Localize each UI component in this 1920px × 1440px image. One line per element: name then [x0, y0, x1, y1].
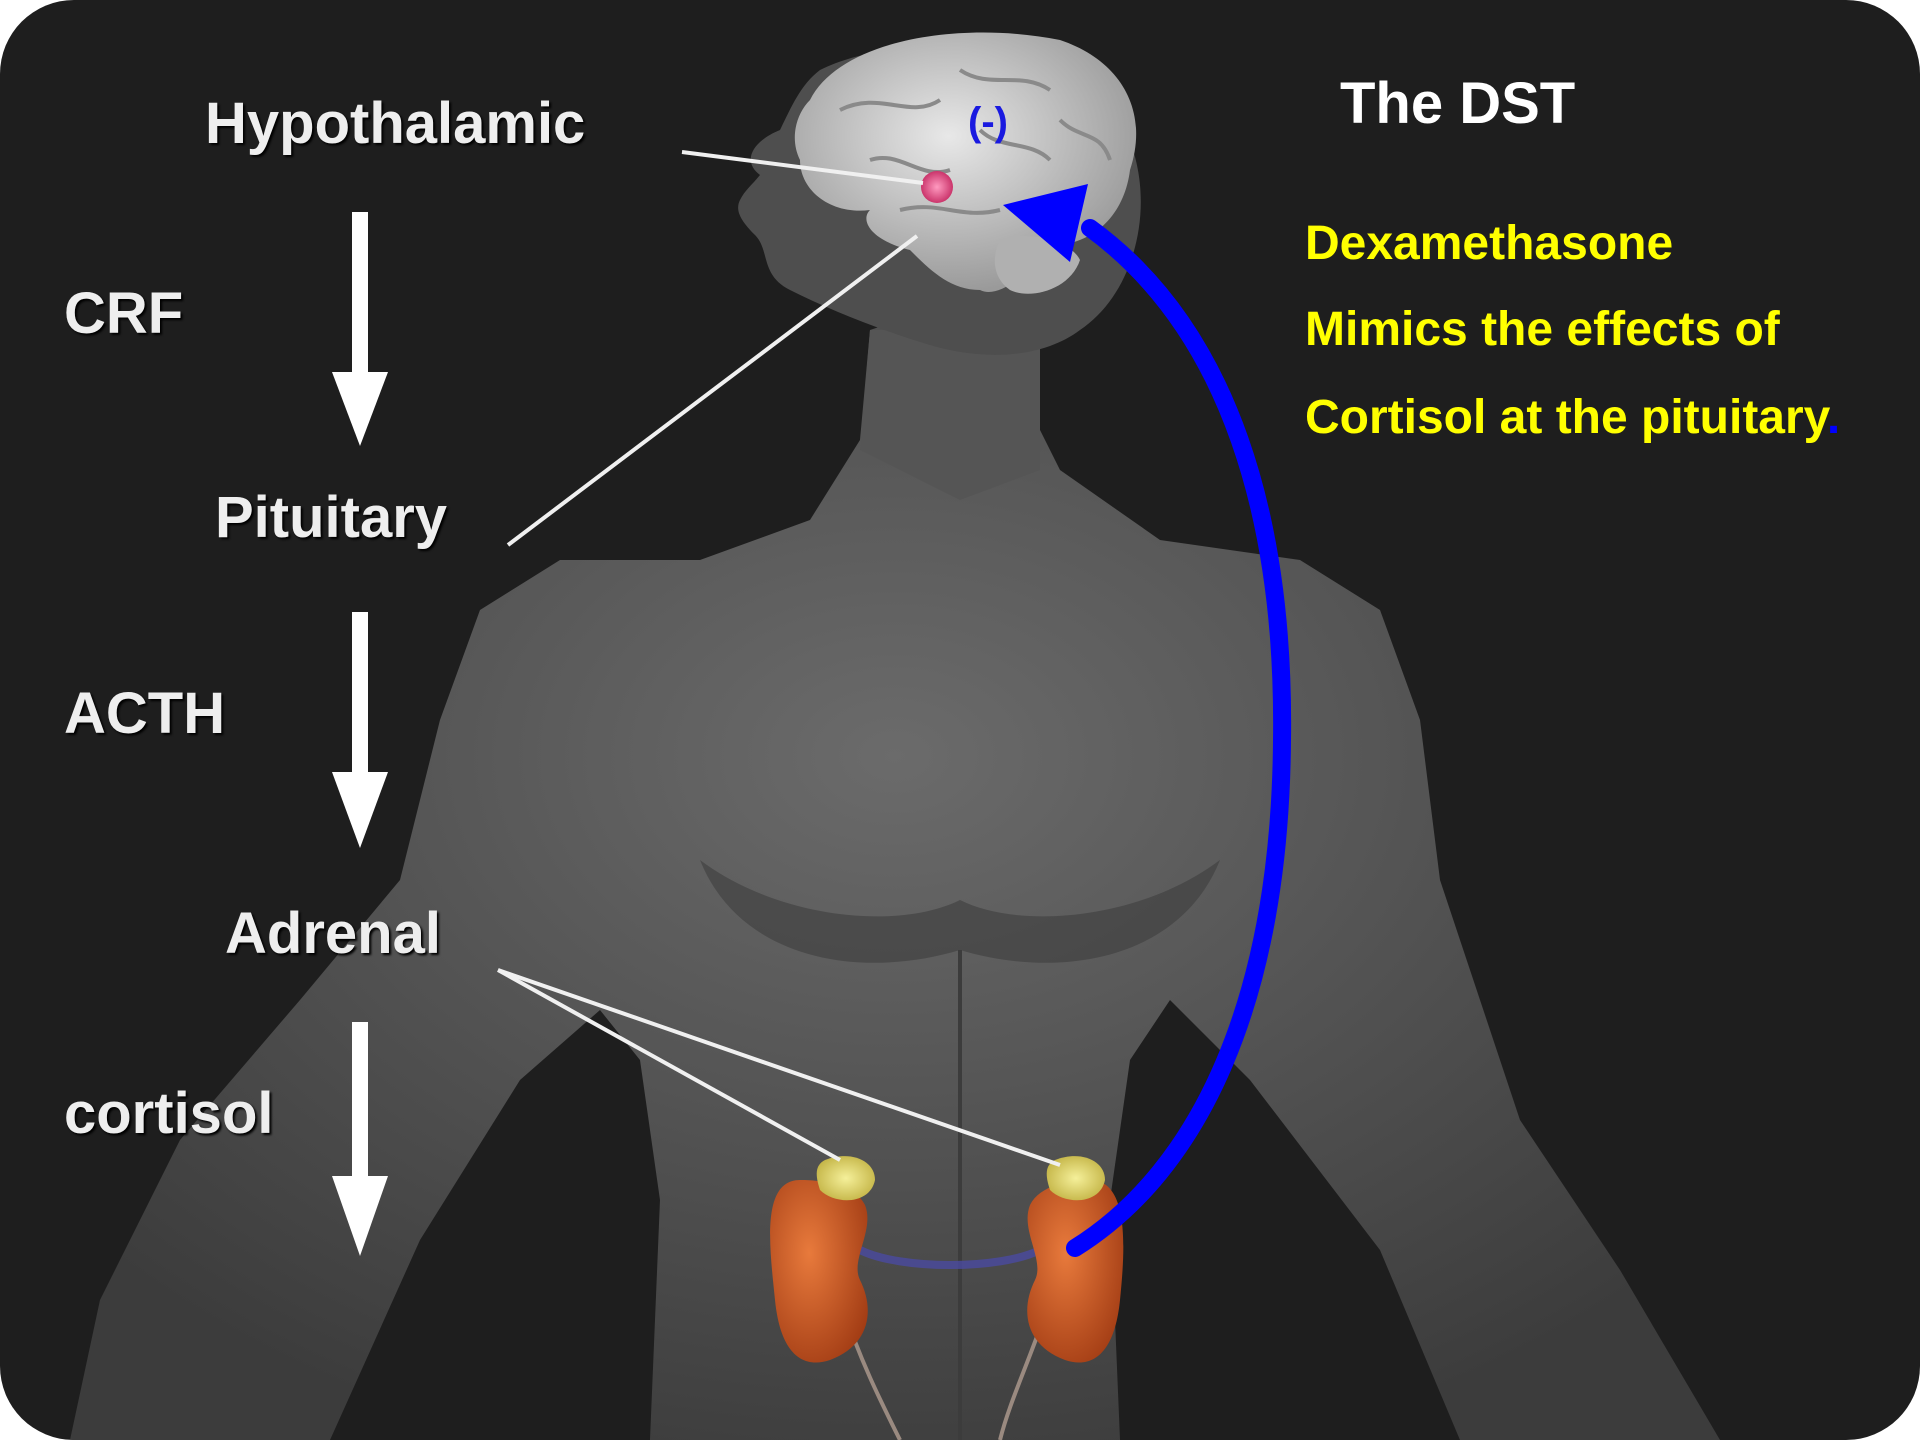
- label-acth: ACTH: [64, 680, 225, 747]
- kidney-right: [1027, 1180, 1123, 1363]
- adrenal-left: [817, 1156, 875, 1200]
- pituitary-gland: [921, 171, 953, 203]
- kidney-left: [770, 1180, 868, 1363]
- label-pituitary: Pituitary: [215, 484, 447, 551]
- description-line-2: Mimics the effects of: [1305, 302, 1780, 357]
- description-line-3-period: .: [1827, 391, 1840, 444]
- description-line-3-text: Cortisol at the pituitary: [1305, 391, 1827, 444]
- label-adrenal: Adrenal: [225, 900, 441, 967]
- down-arrow-acth: [332, 612, 388, 848]
- down-arrow-crf: [332, 212, 388, 446]
- label-cortisol: cortisol: [64, 1080, 274, 1147]
- label-hypothalamic: Hypothalamic: [205, 90, 585, 157]
- torso-and-arms: [70, 300, 1720, 1440]
- description-line-1: Dexamethasone: [1305, 216, 1673, 271]
- label-crf: CRF: [64, 280, 183, 347]
- inhibition-mark: (-): [968, 100, 1008, 145]
- description-line-3: Cortisol at the pituitary.: [1305, 390, 1840, 445]
- slide-title: The DST: [1340, 70, 1575, 137]
